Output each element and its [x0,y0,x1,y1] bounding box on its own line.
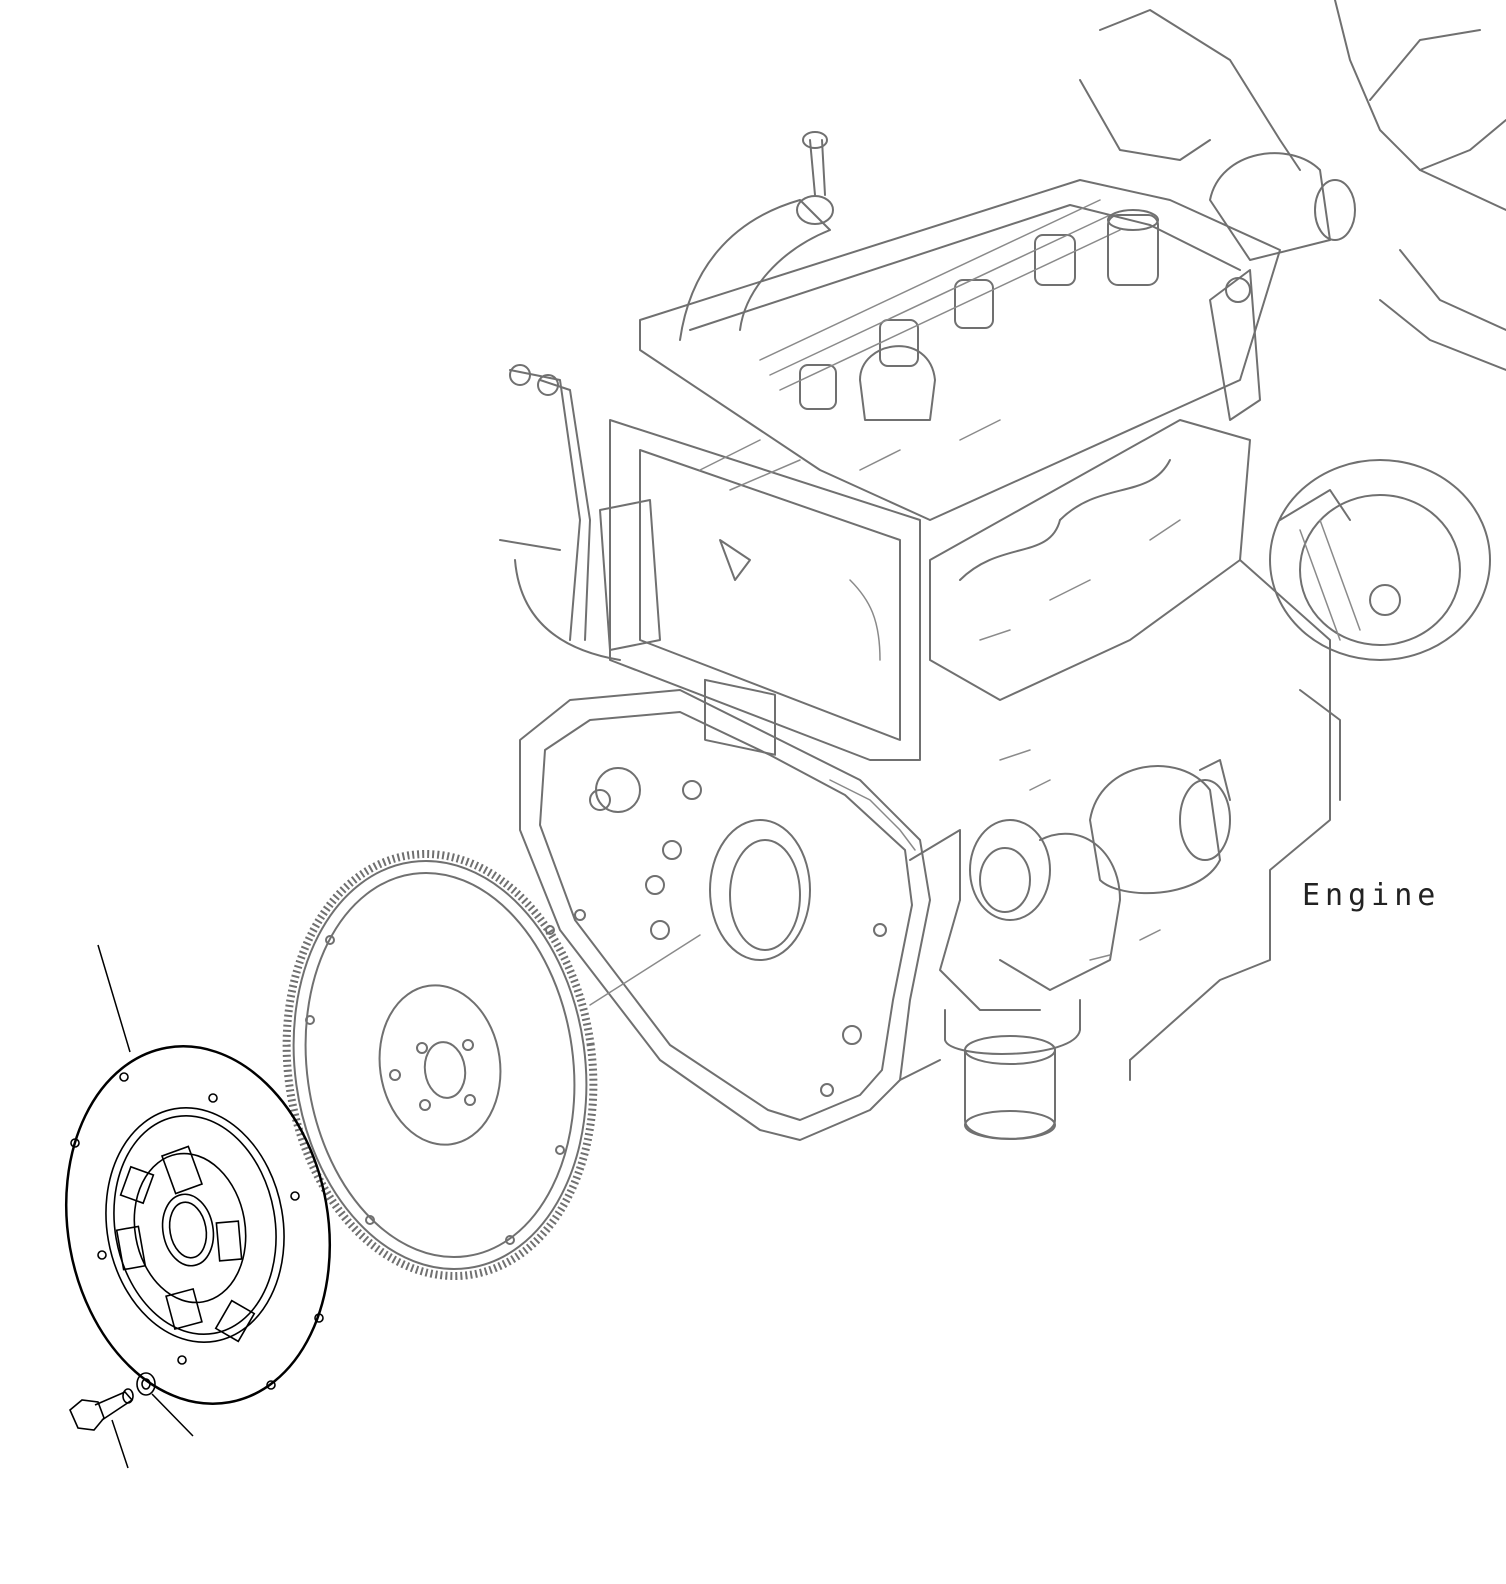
alternator [1269,459,1491,661]
fan-blades [1079,0,1506,371]
oil-filter [944,999,1081,1140]
turbocharger [939,819,1121,1011]
clutch-disc [64,944,332,1405]
bolt [69,1388,134,1469]
engine-label: Engine [1302,878,1441,913]
clutch-disc-leader [97,944,131,1053]
washer [136,1372,194,1437]
flywheel-housing [519,689,931,1141]
flywheel [282,850,701,1280]
intake-pipe [679,199,831,341]
ring-gear [282,850,598,1280]
injectors [759,199,1121,410]
valve-cover [639,179,1281,521]
bolt-leader [111,1419,129,1469]
exhaust-manifold [929,419,1251,701]
washer-leader [151,1393,194,1437]
starter-motor [1089,759,1231,895]
engine-assembly [499,0,1506,1141]
ecu-panel [609,419,921,761]
